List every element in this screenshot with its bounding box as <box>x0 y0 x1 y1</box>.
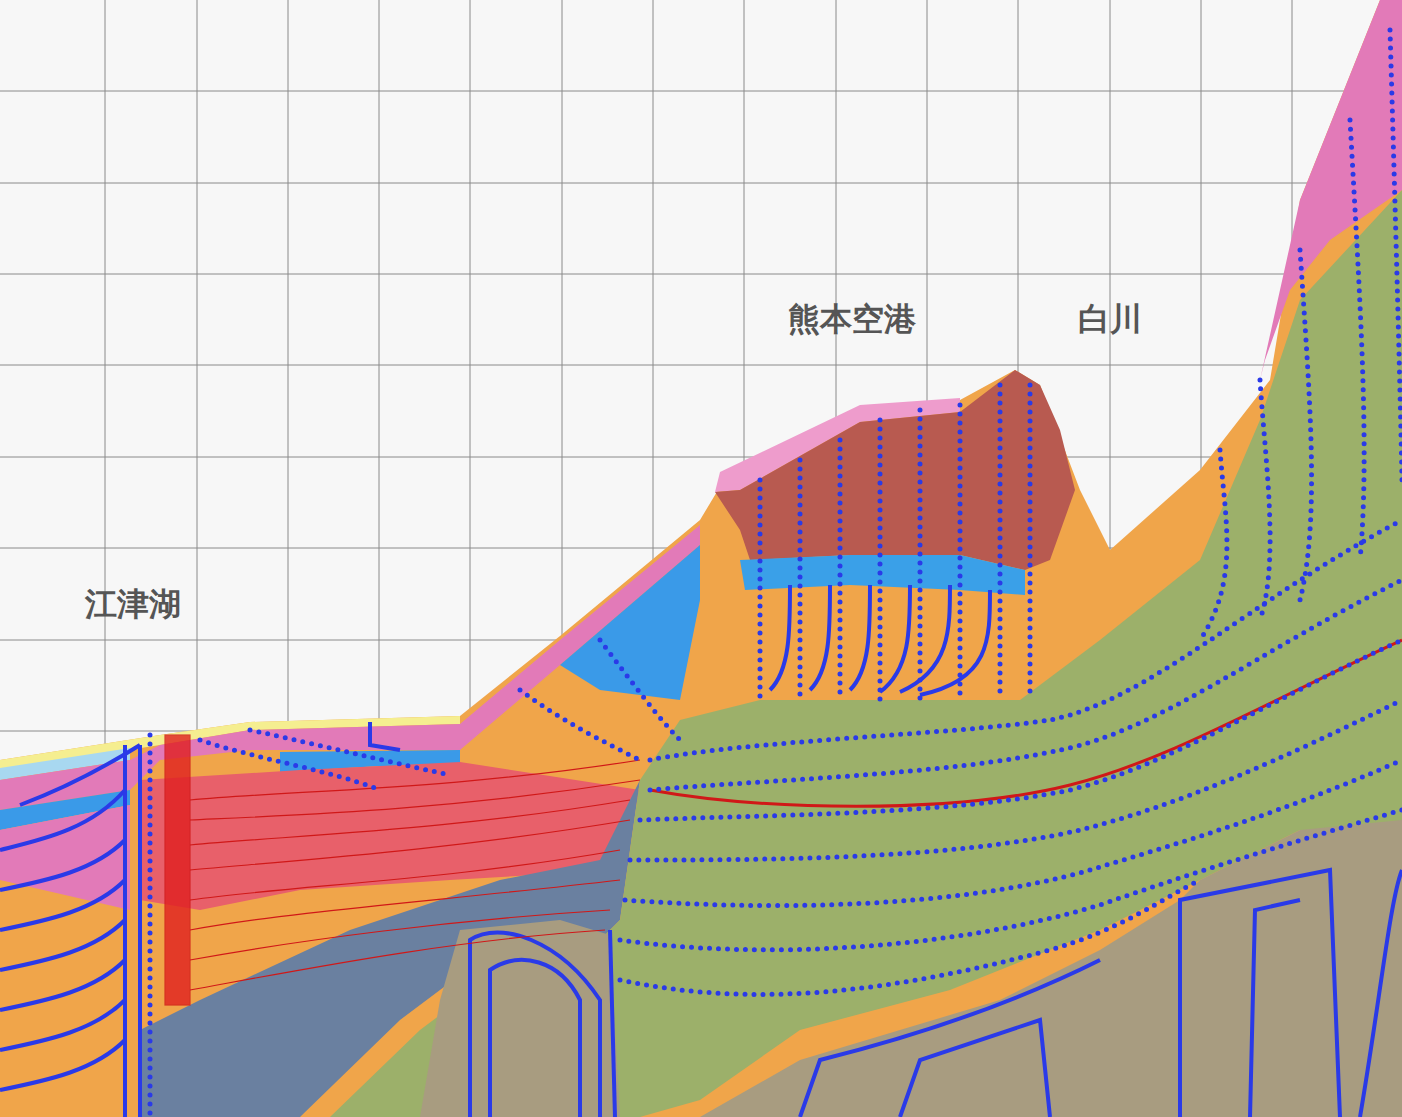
place-label: 熊本空港 <box>788 300 916 338</box>
place-label: 江津湖 <box>85 585 181 623</box>
place-label: 白川 <box>1078 300 1142 338</box>
flow-lines <box>0 585 1402 1117</box>
red-streamlines <box>165 640 1402 1005</box>
dotted-streamlines <box>150 30 1402 1117</box>
